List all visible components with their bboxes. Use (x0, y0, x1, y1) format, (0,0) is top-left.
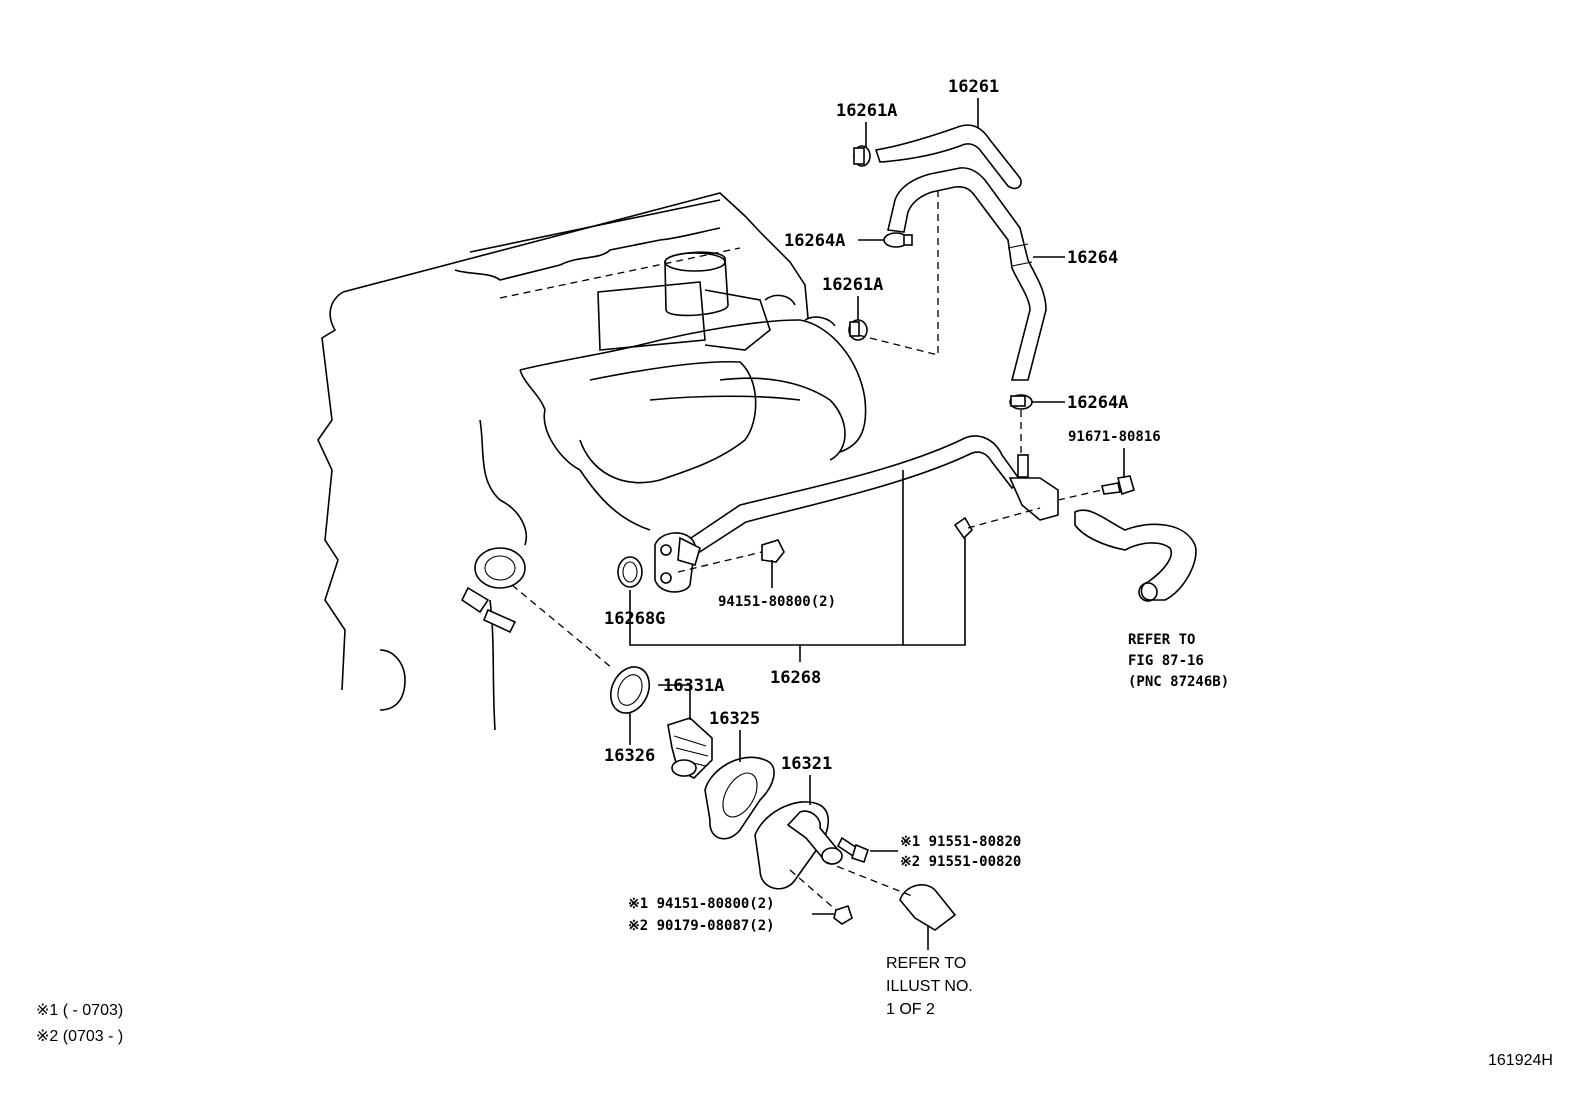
thermostat-16331A (667, 717, 713, 779)
refer-fig-line3: (PNC 87246B) (1128, 674, 1229, 690)
hose-lower (899, 884, 957, 931)
hose-16261 (874, 124, 1022, 190)
clamp-16261A-mid (848, 319, 868, 341)
legend-note-1: ※1 ( - 0703) (36, 1002, 123, 1019)
nut-pipe-mid (953, 516, 974, 540)
label-bolt-variant-2: ※2 91551-00820 (900, 854, 1021, 870)
gasket-16268G (617, 556, 643, 588)
label-nut-variant-1: ※1 94151-80800(2) (628, 896, 775, 912)
label-16321: 16321 (781, 754, 832, 774)
label-16264A-mid: 16264A (1067, 393, 1128, 413)
label-16261: 16261 (948, 77, 999, 97)
gasket-16325 (704, 756, 775, 840)
clamp-16264A-mid (1009, 394, 1033, 410)
refer-illust-line1: REFER TO (886, 955, 966, 972)
legend-note-2: ※2 (0703 - ) (36, 1028, 123, 1045)
label-16264: 16264 (1067, 248, 1118, 268)
hose-right-fig87 (1074, 509, 1197, 602)
refer-fig-line2: FIG 87-16 (1128, 653, 1204, 669)
bolt-91671 (1101, 475, 1135, 496)
label-16261A-mid: 16261A (822, 275, 883, 295)
seal-16326 (609, 666, 651, 714)
label-nut-variant-2: ※2 90179-08087(2) (628, 918, 775, 934)
nut-94151-top (761, 539, 785, 563)
label-16325: 16325 (709, 709, 760, 729)
label-16268G: 16268G (604, 609, 665, 629)
refer-illust-line2: ILLUST NO. (886, 978, 973, 995)
label-16326: 16326 (604, 746, 655, 766)
label-16264A-top: 16264A (784, 231, 845, 251)
pipe-16268 (654, 435, 1059, 593)
engine-outlet-flange (460, 547, 526, 634)
figure-id: 161924H (1488, 1052, 1553, 1069)
nut-94151-bottom (833, 904, 853, 925)
leader-lines (629, 98, 1125, 915)
label-16261A-top: 16261A (836, 101, 897, 121)
label-bolt-variant-1: ※1 91551-80820 (900, 834, 1021, 850)
water-inlet-16321 (754, 801, 843, 890)
clamp-16264A-top (883, 232, 913, 248)
clamp-16261A-top (853, 145, 871, 167)
refer-illust-line3: 1 OF 2 (886, 1001, 935, 1018)
engine-block-outline (317, 192, 867, 731)
label-16268: 16268 (770, 668, 821, 688)
refer-fig-line1: REFER TO (1128, 632, 1195, 648)
hose-16264 (887, 167, 1047, 381)
label-91671-80816: 91671-80816 (1068, 429, 1161, 445)
label-94151-80800-top: 94151-80800(2) (718, 594, 836, 610)
label-16331A: 16331A (663, 676, 724, 696)
bolt-91551 (836, 836, 869, 864)
